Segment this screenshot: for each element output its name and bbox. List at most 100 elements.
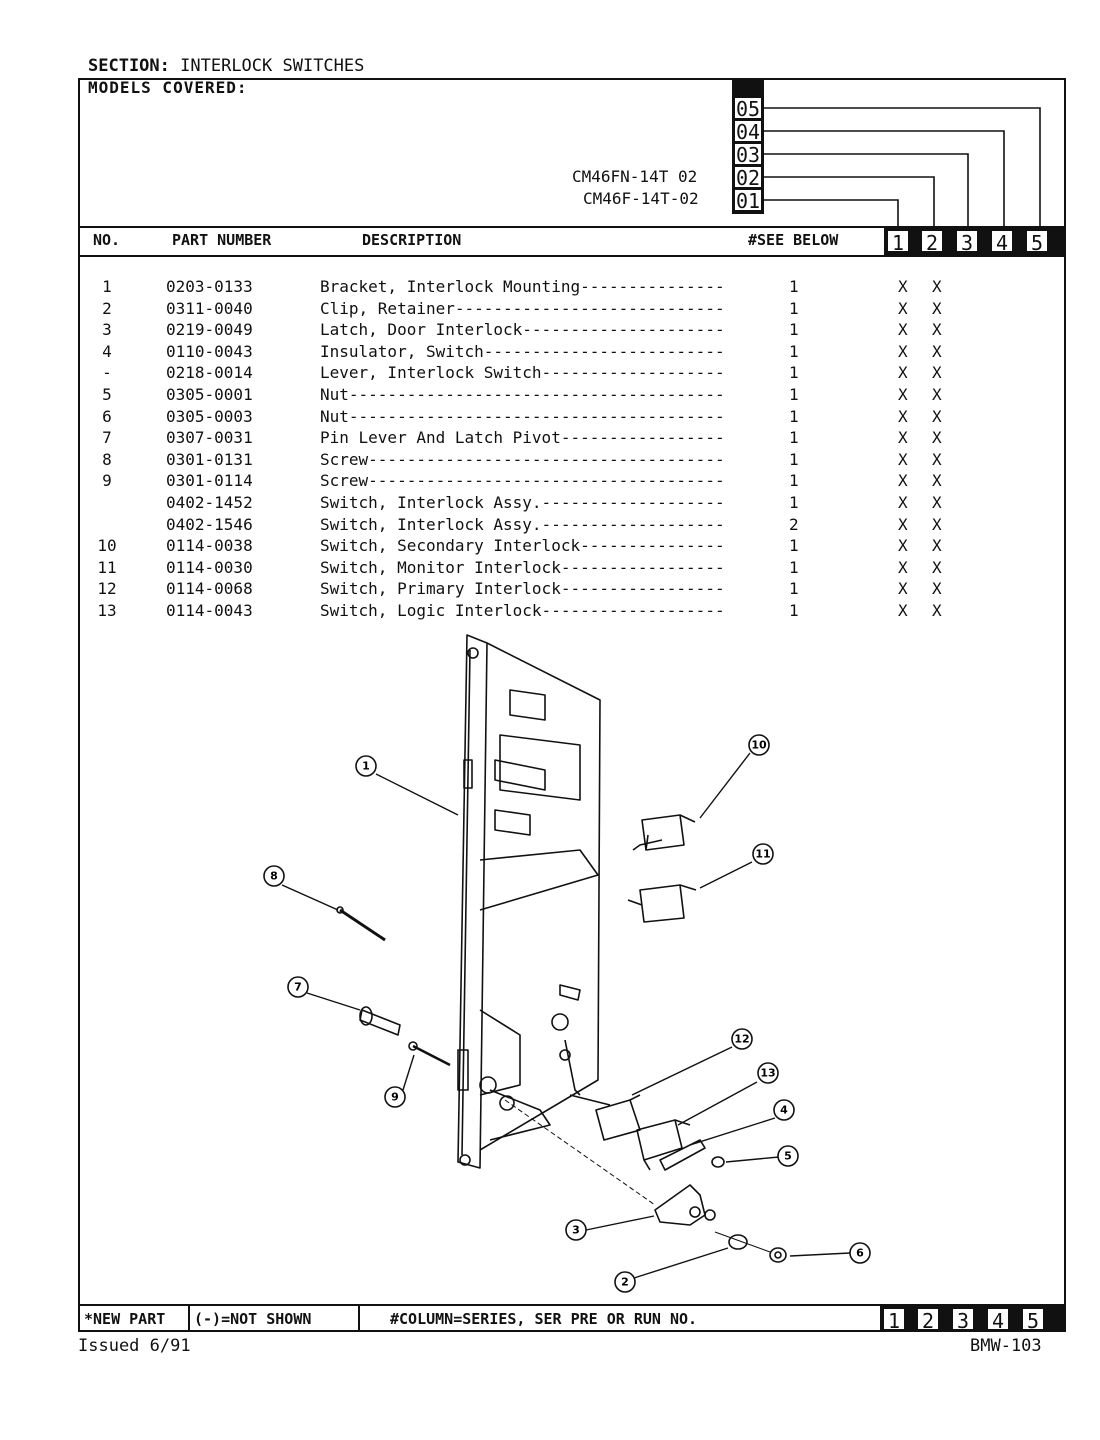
part-number: 0307-0031 [166,428,253,448]
svg-text:8: 8 [270,870,278,883]
part-no: 11 [97,557,117,577]
part-quantity: 1 [789,363,799,383]
document-id: BMW-103 [970,1336,1042,1356]
issued-date: Issued 6/91 [78,1336,191,1356]
part-number: 0305-0001 [166,385,253,404]
part-no: 3 [102,320,112,340]
footer-series-box-5: 5 [1021,1307,1045,1333]
part-no: 5 [102,385,112,404]
part-no: 10 [97,536,117,556]
series-number-03: 03 [734,143,762,167]
part-quantity: 1 [789,579,799,599]
part-description: Nut-------------------------------------… [320,406,725,426]
part-no: 4 [102,341,112,361]
parts-row: 0402-1546 Switch, Interlock Assy.--------… [0,514,1000,535]
series-1-mark: X [898,363,908,383]
part-number: 0402-1452 [166,493,253,512]
part-quantity: 1 [789,449,799,469]
part-description: Insulator, Switch-----------------------… [320,341,725,361]
part-number: 0301-0131 [166,449,253,469]
series-2-mark: X [932,363,942,383]
series-number-02: 02 [734,166,762,190]
part-no: 13 [97,601,117,620]
part-quantity: 1 [789,406,799,426]
parts-row: 5 0305-0001 Nut---------------------------… [0,384,1000,405]
series-box-3: 3 [955,229,979,255]
parts-row: 4 0110-0043 Insulator, Switch-------------… [0,341,1000,362]
svg-text:11: 11 [755,848,770,861]
callout-8: 8 [263,865,285,887]
series-2-mark: X [932,579,942,599]
exploded-diagram: 1 2 3 4 5 6 7 8 9 10 11 12 13 [263,634,871,1293]
part-description: Clip, Retainer--------------------------… [320,298,725,318]
callout-5: 5 [777,1145,799,1167]
part-no: 8 [102,449,112,469]
part-number: 0218-0014 [166,363,253,383]
part-no: 1 [102,277,112,296]
series-number-05: 05 [734,97,762,121]
mounting-bracket-plate [457,634,488,1169]
part-description: Nut-------------------------------------… [320,385,725,404]
part-description: Switch, Primary Interlock---------------… [320,579,725,599]
callout-4: 4 [773,1099,795,1121]
part-number: 0219-0049 [166,320,253,340]
svg-text:4: 4 [780,1104,788,1117]
part-no: 2 [102,298,112,318]
part-no: - [102,363,112,383]
series-2-mark: X [932,557,942,577]
series-1-mark: X [898,341,908,361]
part-number: 0301-0114 [166,471,253,491]
section-value: INTERLOCK SWITCHES [180,56,365,76]
bracket-body-outline [479,642,601,1151]
footer-rule [78,1304,1066,1306]
section-heading: SECTION: INTERLOCK SWITCHES [88,56,364,76]
series-1-mark: X [898,471,908,491]
callout-13: 13 [757,1062,779,1084]
svg-text:13: 13 [760,1067,775,1080]
series-box-1: 1 [886,229,910,255]
series-1-mark: X [898,277,908,296]
series-2-mark: X [932,341,942,361]
callout-9: 9 [384,1086,406,1108]
part-quantity: 1 [789,298,799,318]
series-1-mark: X [898,557,908,577]
series-number-01: 01 [734,189,762,213]
parts-row: 7 0307-0031 Pin Lever And Latch Pivot-----… [0,427,1000,448]
part-quantity: 1 [789,320,799,340]
part-no: 9 [102,471,112,491]
part-no: 12 [97,579,117,599]
header-rule-bottom [78,255,1066,257]
part-number: 0114-0030 [166,557,253,577]
series-2-mark: X [932,277,942,296]
part-description: Switch, Interlock Assy.-----------------… [320,514,725,534]
callout-7: 7 [287,976,309,998]
col-header-no: NO. [93,231,121,249]
part-description: Pin Lever And Latch Pivot---------------… [320,428,725,448]
part-number: 0110-0043 [166,341,253,361]
series-2-mark: X [932,320,942,340]
series-2-mark: X [932,406,942,426]
footer-not-shown: (-)=NOT SHOWN [194,1310,312,1328]
callout-1: 1 [355,755,377,777]
col-header-see-below: #SEE BELOW [748,231,839,249]
part-quantity: 1 [789,341,799,361]
part-description: Screw-----------------------------------… [320,471,725,491]
series-1-mark: X [898,385,908,404]
model-cm46f: CM46F-14T-02 [583,189,699,208]
footer-series-box-3: 3 [951,1307,975,1333]
col-header-description: DESCRIPTION [362,231,462,249]
callout-11: 11 [752,843,774,865]
callout-3: 3 [565,1219,587,1241]
part-description: Switch, Logic Interlock-----------------… [320,601,725,620]
part-no: 7 [102,428,112,448]
series-2-mark: X [932,493,942,512]
part-number: 0402-1546 [166,514,253,534]
part-quantity: 1 [789,493,799,512]
